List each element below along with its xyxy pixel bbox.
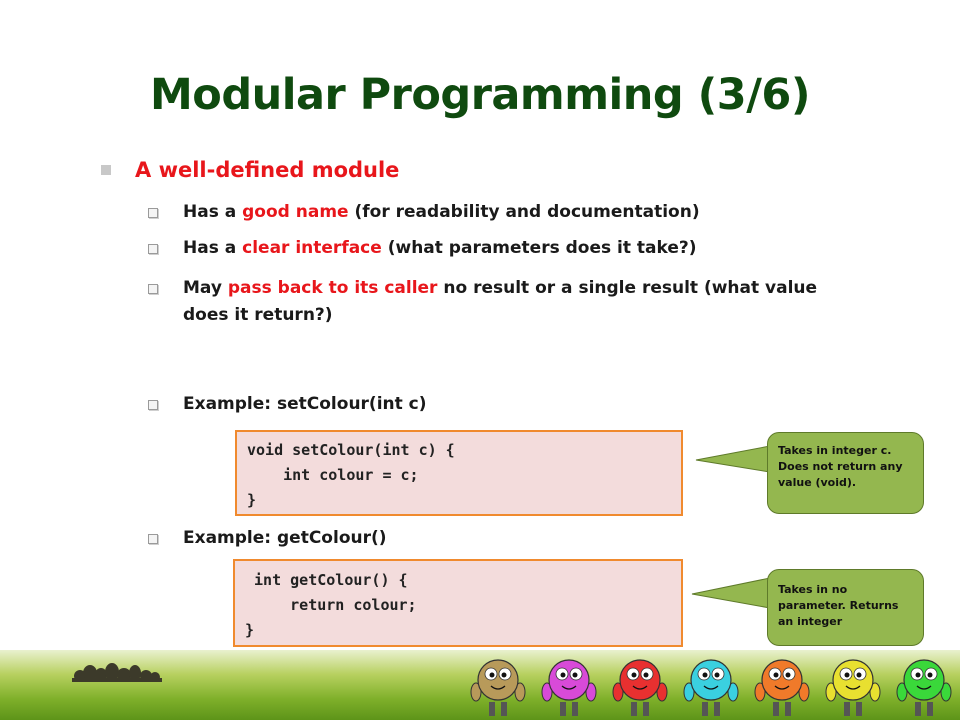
tree-line-icon: [72, 663, 162, 682]
mascot-icon: [754, 659, 810, 716]
point-2-highlight: clear interface: [242, 238, 382, 258]
mascot-row: [470, 659, 952, 716]
point-1: Has a good name (for readability and doc…: [148, 199, 828, 226]
point-1-post: (for readability and documentation): [348, 202, 700, 222]
checkbox-bullet-icon: [148, 284, 158, 294]
point-3-pre: May: [183, 278, 228, 298]
slide-title: Modular Programming (3/6): [150, 70, 810, 120]
example-1: Example: setColour(int c): [148, 391, 828, 418]
checkbox-bullet-icon: [148, 400, 158, 410]
mascot-icon: [683, 659, 739, 716]
point-1-pre: Has a: [183, 202, 243, 222]
point-2-pre: Has a: [183, 238, 243, 258]
mascot-icon: [896, 659, 952, 716]
checkbox-bullet-icon: [148, 244, 158, 254]
code-block-1: void setColour(int c) { int colour = c; …: [235, 430, 683, 516]
example-2: Example: getColour(): [148, 525, 828, 552]
point-3-post: no result or a single result (what value…: [183, 278, 818, 325]
callout-1: Takes in integer c. Does not return any …: [767, 432, 924, 514]
mascot-icon: [825, 659, 881, 716]
mascot-icon: [612, 659, 668, 716]
mascot-icon: [470, 659, 526, 716]
point-1-highlight: good name: [242, 202, 349, 222]
square-bullet-icon: [101, 165, 111, 175]
point-2: Has a clear interface (what parameters d…: [148, 235, 828, 262]
main-bullet: A well-defined module: [101, 158, 399, 182]
point-2-post: (what parameters does it take?): [381, 238, 697, 258]
callout-2: Takes in no parameter. Returns an intege…: [767, 569, 924, 646]
point-3-highlight: pass back to its caller: [227, 278, 438, 298]
checkbox-bullet-icon: [148, 208, 158, 218]
main-heading: A well-defined module: [135, 158, 400, 182]
checkbox-bullet-icon: [148, 534, 158, 544]
mascot-icon: [541, 659, 597, 716]
example-2-label: Example: getColour(): [183, 528, 387, 548]
point-3: May pass back to its caller no result or…: [148, 275, 828, 329]
code-block-2: int getColour() { return colour; }: [233, 559, 683, 647]
example-1-label: Example: setColour(int c): [183, 394, 427, 414]
